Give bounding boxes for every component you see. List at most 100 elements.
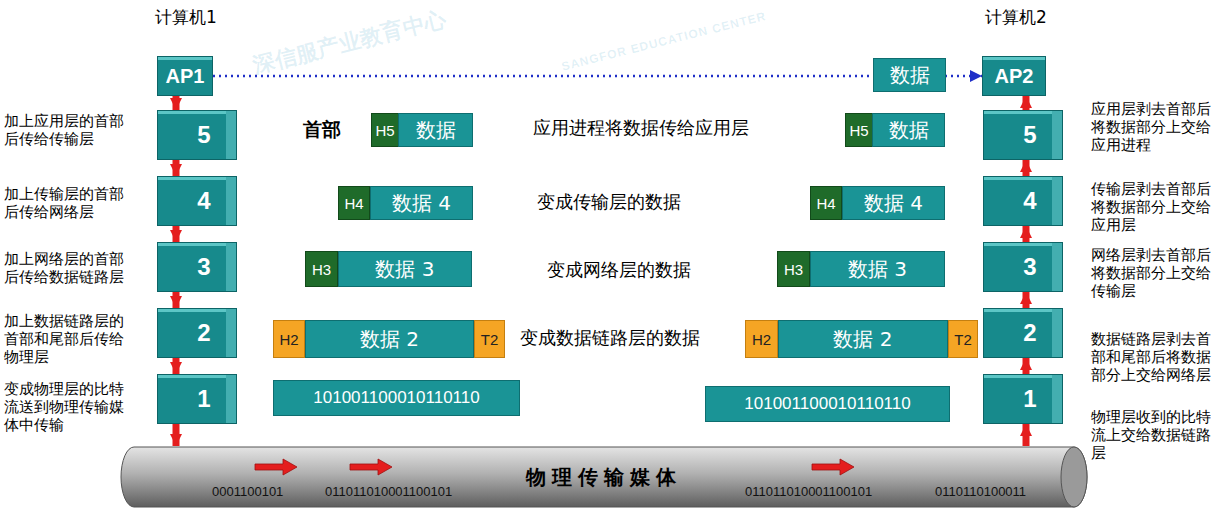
node-text: 数据 [889, 117, 929, 144]
data-box: 数据 [872, 113, 945, 147]
stage-label: 变成数据链路层的数据 [520, 326, 700, 350]
data-box: 数据 3 [338, 251, 472, 287]
step-note: 加上传输层的首部后传给网络层 [4, 185, 132, 221]
node-text: 101001100010110110 [313, 388, 479, 408]
stage-label: 变成传输层的数据 [537, 190, 681, 214]
node-text: H4 [344, 195, 363, 212]
node-text: H5 [375, 122, 394, 139]
node-text: 4 [1023, 187, 1036, 215]
application-process: AP1 [157, 56, 213, 96]
layer-box: 3 [157, 242, 237, 292]
node-text: 数据 2 [833, 326, 892, 353]
node-text: 2 [197, 319, 210, 347]
stage-label: 应用进程将数据传给应用层 [533, 116, 749, 140]
bit-stream-box: 101001100010110110 [273, 380, 520, 416]
layer-box: 4 [983, 176, 1063, 226]
layer-box: 4 [157, 176, 237, 226]
node-text: H4 [816, 195, 835, 212]
header-box: H3 [305, 251, 338, 287]
step-note: 加上网络层的首部后传给数据链路层 [4, 250, 132, 286]
layer-box: 5 [983, 110, 1063, 160]
flow-arrow [173, 226, 180, 242]
node-text: 数据 [890, 62, 930, 89]
watermark: 深信服产业教育中心 [250, 4, 449, 81]
flow-arrow [1023, 160, 1030, 176]
data-box: 数据 4 [842, 186, 945, 220]
stage-label: 变成网络层的数据 [547, 258, 691, 282]
header-box: H5 [845, 113, 872, 147]
node-text: H5 [849, 122, 868, 139]
node-text: 数据 3 [375, 256, 434, 283]
flow-arrow [173, 292, 180, 308]
data-box: 数据 2 [305, 320, 474, 358]
flow-arrow [1023, 96, 1030, 110]
node-text: T2 [954, 331, 972, 348]
data-box: 数据 [873, 58, 946, 92]
node-text: 5 [197, 121, 210, 149]
header-box: H5 [371, 113, 398, 147]
node-text: 数据 3 [848, 256, 907, 283]
header-label: 首部 [303, 117, 341, 143]
step-note: 加上应用层的首部后传给传输层 [4, 112, 132, 148]
node-text: 4 [197, 187, 210, 215]
step-note: 物理层收到的比特流上交给数据链路层 [1091, 408, 1219, 462]
node-text: 5 [1023, 121, 1036, 149]
layer-box: 2 [983, 308, 1063, 358]
node-text: 3 [1023, 253, 1036, 281]
header-box: H2 [745, 320, 778, 358]
node-text: 物理传输媒体 [526, 464, 682, 491]
step-note: 加上数据链路层的首部和尾部后传给物理层 [4, 312, 132, 366]
node-text: H2 [752, 331, 771, 348]
step-note: 数据链路层剥去首部和尾部后将数据部分上交给网络层 [1091, 330, 1219, 384]
computer-label: 计算机2 [985, 6, 1047, 29]
node-text: 数据 4 [864, 190, 923, 217]
flow-arrow [173, 96, 180, 110]
bit-stream-label: 0001100101 [212, 484, 283, 499]
flow-arrow [173, 160, 180, 176]
layer-box: 5 [157, 110, 237, 160]
bit-stream-box: 101001100010110110 [705, 386, 950, 422]
flow-arrow [1023, 292, 1030, 308]
header-box: H3 [777, 251, 810, 287]
flow-arrow [1023, 226, 1030, 242]
bit-stream-label: 011011010001100101 [745, 484, 872, 499]
header-box: H4 [338, 186, 370, 220]
layer-box: 2 [157, 308, 237, 358]
step-note: 变成物理层的比特流送到物理传输媒体中传输 [4, 380, 132, 434]
node-text: 数据 [416, 117, 456, 144]
layer-box: 1 [983, 374, 1063, 424]
peer-arrow [213, 75, 982, 78]
node-text: H3 [312, 261, 331, 278]
bit-stream-label: 0110110100011 [935, 484, 1026, 499]
node-text: AP1 [166, 65, 205, 88]
computer-label: 计算机1 [155, 6, 217, 29]
data-box: 数据 [398, 113, 473, 147]
data-box: 数据 4 [370, 186, 473, 220]
bit-stream-label: 011011010001100101 [325, 484, 452, 499]
application-process: AP2 [982, 56, 1046, 96]
step-note: 传输层剥去首部后将数据部分上交给应用层 [1091, 180, 1219, 234]
node-text: H2 [279, 331, 298, 348]
node-text: 2 [1023, 319, 1036, 347]
node-text: AP2 [995, 65, 1034, 88]
header-box: H2 [273, 320, 305, 358]
layer-box: 1 [157, 374, 237, 424]
trailer-box: T2 [948, 320, 978, 358]
data-box: 数据 3 [810, 251, 945, 287]
node-text: 101001100010110110 [744, 394, 910, 414]
node-text: 1 [197, 385, 210, 413]
flow-arrow [173, 358, 180, 374]
watermark: SANGFOR EDUCATION CENTER [560, 9, 768, 73]
node-text: 数据 4 [392, 190, 451, 217]
node-text: 数据 2 [360, 326, 419, 353]
trailer-box: T2 [474, 320, 505, 358]
header-box: H4 [810, 186, 842, 220]
data-box: 数据 2 [778, 320, 948, 358]
node-text: T2 [481, 331, 499, 348]
node-text: 1 [1023, 385, 1036, 413]
step-note: 应用层剥去首部后将数据部分上交给应用进程 [1091, 100, 1219, 154]
step-note: 网络层剥去首部后将数据部分上交给传输层 [1091, 246, 1219, 300]
flow-arrow [173, 424, 180, 446]
flow-arrow [1023, 358, 1030, 374]
node-text: 3 [197, 253, 210, 281]
